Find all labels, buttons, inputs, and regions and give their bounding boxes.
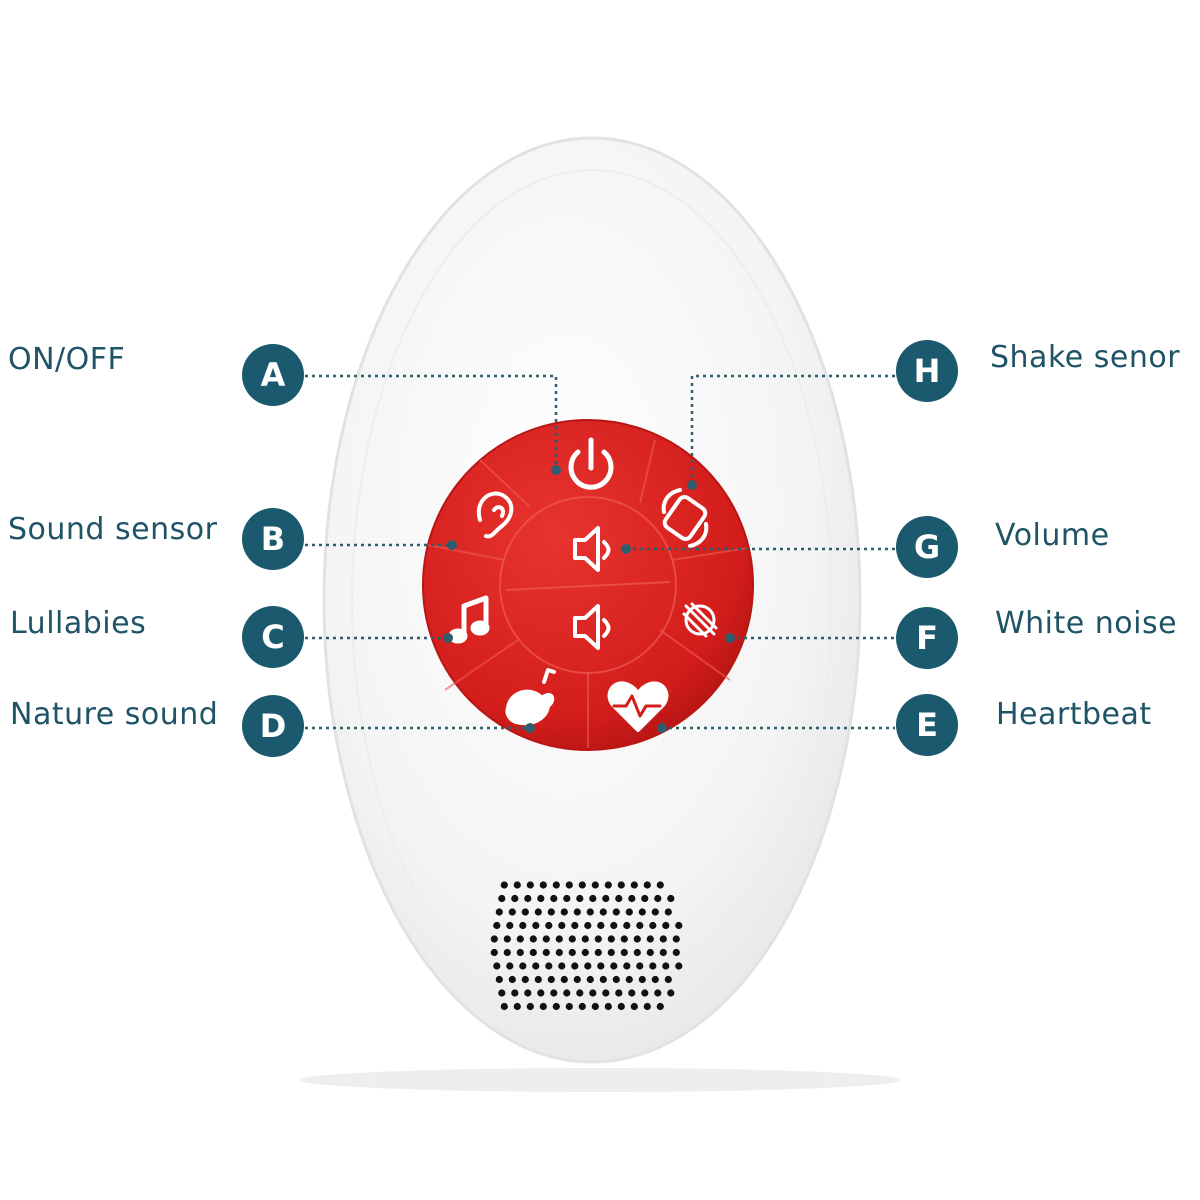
speaker-grille [490,881,683,1011]
label-sound-sensor: Sound sensor [8,512,218,547]
bird-icon [505,668,556,726]
device-body-rim [351,169,833,1031]
power-icon [568,437,614,490]
label-lullabies: Lullabies [10,606,147,641]
badge-h: H [896,340,958,402]
label-nature-sound: Nature sound [10,697,219,732]
shake-icon [661,488,709,548]
badge-a: A [242,344,304,406]
badge-c: C [242,606,304,668]
heartbeat-icon [607,681,669,732]
volume-up-icon [573,526,611,572]
badge-b: B [242,508,304,570]
white-noise-icon [682,602,718,638]
label-white-noise: White noise [995,606,1178,641]
badge-d: D [242,695,304,757]
badge-f: F [896,607,958,669]
label-volume: Volume [995,518,1110,553]
leader-lines [305,374,895,730]
badge-e: E [896,694,958,756]
leader-dots [443,465,735,733]
badge-g: G [896,516,958,578]
leader-line-h [690,374,895,485]
label-heartbeat: Heartbeat [996,697,1152,732]
music-note-icon [448,595,490,644]
label-shake-senor: Shake senor [990,340,1181,375]
label-on-off: ON/OFF [8,342,126,377]
volume-down-icon [573,604,611,650]
device-shadow [300,1068,900,1092]
ear-icon [476,491,514,539]
control-panel [422,419,754,751]
